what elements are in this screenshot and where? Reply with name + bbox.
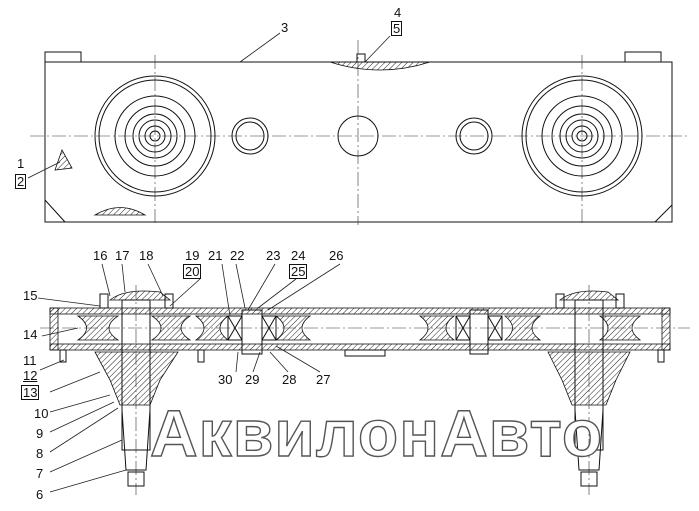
callout-2: 2: [15, 174, 27, 189]
callout-28: 28: [282, 372, 297, 387]
section-view: [37, 263, 690, 495]
callout-27: 27: [316, 372, 331, 387]
callout-23: 23: [266, 248, 281, 263]
callout-13: 13: [21, 385, 40, 400]
callout-24: 24: [291, 248, 306, 263]
callout-14: 14: [23, 327, 38, 342]
callout-8: 8: [36, 446, 44, 461]
callout-26: 26: [329, 248, 344, 263]
callout-18: 18: [139, 248, 154, 263]
callout-29: 29: [245, 372, 260, 387]
callout-17: 17: [115, 248, 130, 263]
callout-1: 1: [17, 156, 25, 171]
left-wheel: [94, 75, 216, 197]
callout-22: 22: [230, 248, 245, 263]
callout-3: 3: [281, 20, 289, 35]
callout-7: 7: [36, 466, 44, 481]
watermark: АквилонАвто: [149, 396, 604, 470]
callout-30: 30: [218, 372, 233, 387]
callout-19: 19: [185, 248, 200, 263]
callout-12: 12: [23, 368, 38, 383]
callout-15: 15: [23, 288, 38, 303]
callout-5: 5: [391, 21, 403, 36]
callout-4: 4: [394, 5, 402, 20]
callout-21: 21: [208, 248, 223, 263]
callout-16: 16: [93, 248, 108, 263]
callout-6: 6: [36, 487, 44, 502]
callout-9: 9: [36, 426, 44, 441]
callout-11: 11: [23, 353, 37, 368]
right-wheel: [521, 75, 643, 197]
callout-20: 20: [183, 264, 202, 279]
callout-10: 10: [34, 406, 49, 421]
callout-25: 25: [289, 264, 308, 279]
top-view: [27, 32, 690, 225]
